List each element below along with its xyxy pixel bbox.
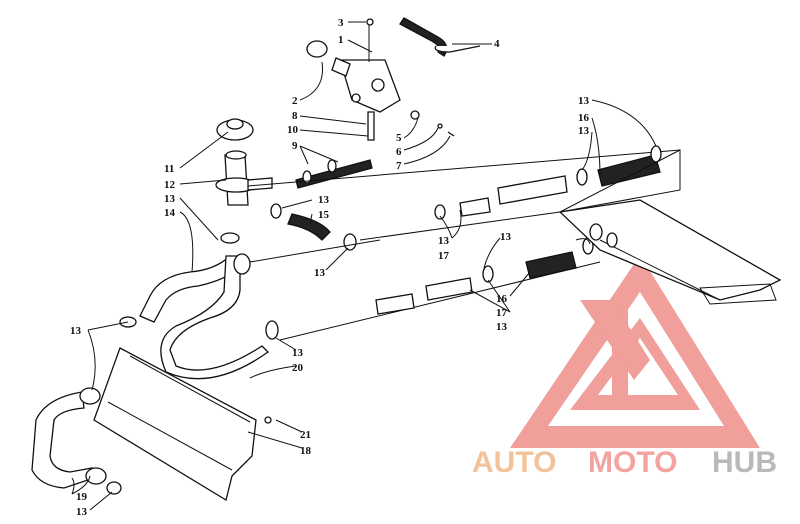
label-10: 10 [287, 124, 299, 136]
label-16-lower: 16 [496, 293, 508, 305]
label-13-top-right: 13 [578, 95, 590, 107]
label-2: 2 [292, 95, 298, 107]
label-13-upper-tube: 13 [438, 235, 450, 247]
label-13-clamp: 13 [318, 194, 330, 206]
label-1: 1 [338, 34, 344, 46]
label-13-bottom: 13 [76, 506, 88, 518]
label-3: 3 [338, 17, 344, 29]
label-13-top-second: 13 [578, 125, 590, 137]
label-12: 12 [164, 179, 176, 191]
label-11: 11 [164, 163, 174, 175]
filler-neck [215, 118, 357, 251]
label-13-radiator-left: 13 [70, 325, 82, 337]
watermark-text: AUTO MOTO HUB [472, 446, 777, 479]
label-13-lower-hose: 13 [292, 347, 304, 359]
label-7: 7 [396, 160, 402, 172]
label-15: 15 [318, 209, 330, 221]
coolant-tubes [247, 145, 681, 341]
part-labels: 3 1 4 2 8 10 9 5 6 7 11 12 13 14 13 15 1… [70, 17, 590, 518]
watermark-logo [510, 255, 760, 448]
label-16-top: 16 [578, 112, 590, 124]
label-5: 5 [396, 132, 402, 144]
watermark-auto: AUTO [472, 446, 556, 479]
label-17-upper: 17 [438, 250, 450, 262]
label-6: 6 [396, 146, 402, 158]
lower-hoses [31, 253, 279, 495]
watermark-hub: HUB [712, 446, 777, 479]
bracket-assembly [295, 17, 481, 189]
engine-plate [558, 199, 782, 305]
label-14: 14 [164, 207, 176, 219]
label-17-lower: 17 [496, 307, 508, 319]
label-9: 9 [292, 140, 298, 152]
label-18: 18 [300, 445, 312, 457]
watermark-moto: MOTO [588, 446, 677, 479]
label-8: 8 [292, 110, 298, 122]
label-4: 4 [494, 38, 500, 50]
label-13-hose: 13 [314, 267, 326, 279]
leader-lines [71, 21, 657, 511]
label-13-lower: 13 [496, 321, 508, 333]
label-21: 21 [300, 429, 311, 441]
label-13-filler: 13 [164, 193, 176, 205]
label-13-mid: 13 [500, 231, 512, 243]
radiator [93, 347, 272, 502]
label-20: 20 [292, 362, 304, 374]
label-19: 19 [76, 491, 88, 503]
